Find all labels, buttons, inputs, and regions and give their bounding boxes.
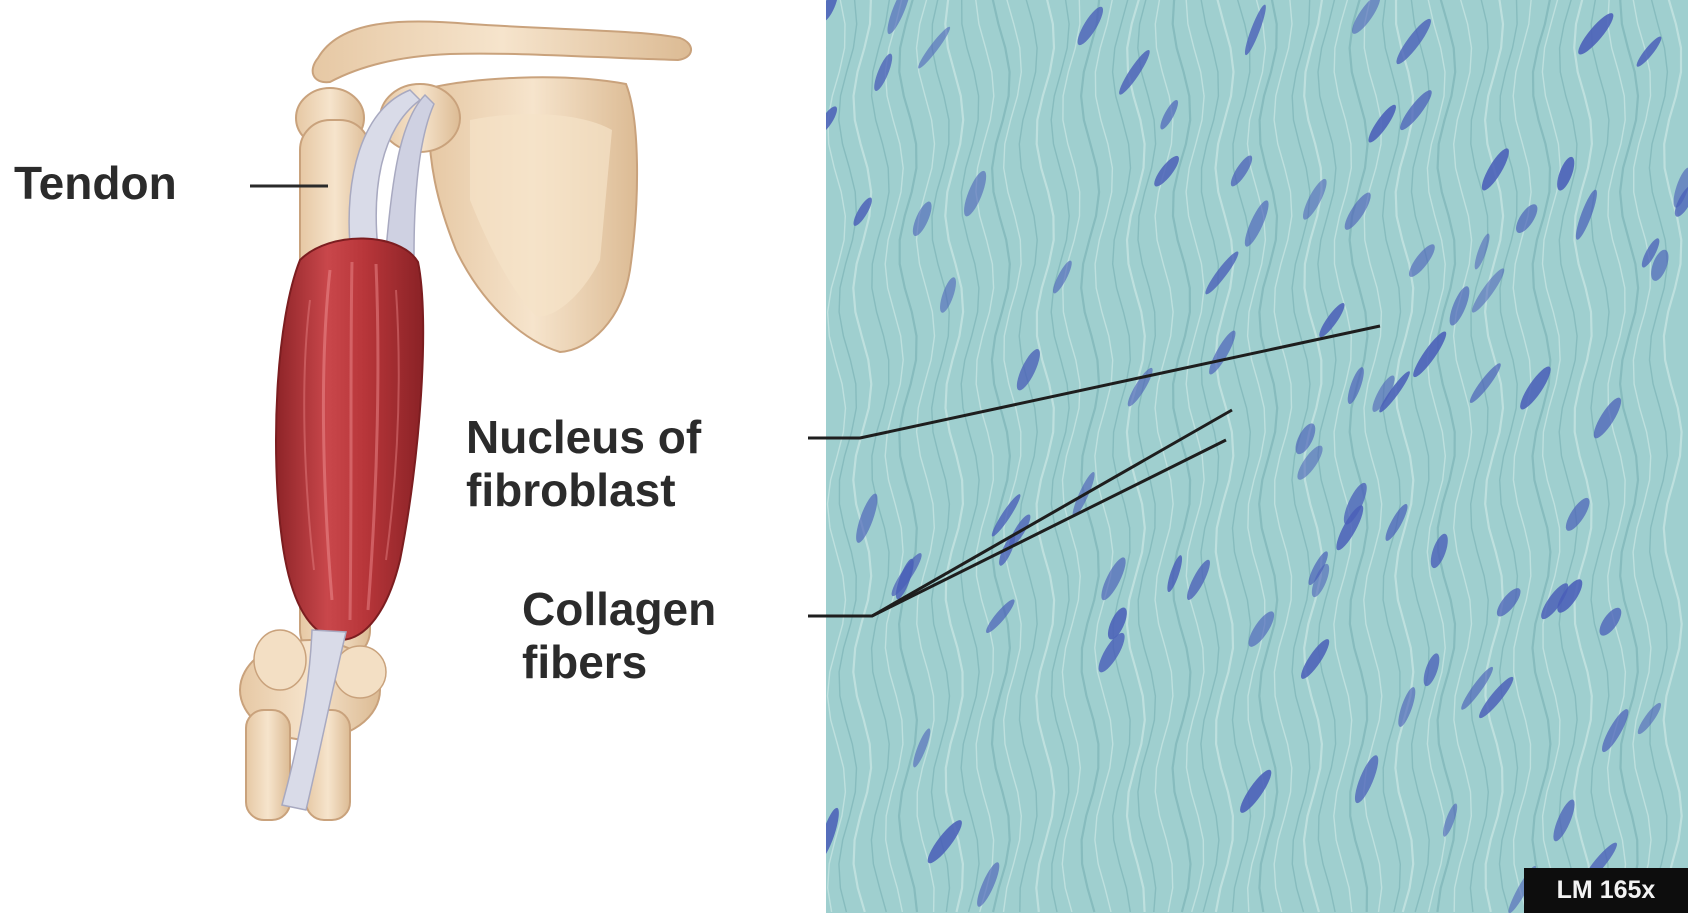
micrograph-image	[826, 0, 1688, 913]
arm-illustration	[0, 0, 826, 913]
micrograph	[826, 0, 1688, 913]
arm-drawing	[0, 0, 826, 913]
magnification-badge: LM 165x	[1524, 868, 1688, 913]
tendon-label: Tendon	[14, 157, 177, 210]
nucleus-of-fibroblast-label: Nucleus of fibroblast	[466, 411, 701, 517]
clavicle	[313, 21, 691, 82]
collagen-fibers-label: Collagen fibers	[522, 583, 716, 689]
